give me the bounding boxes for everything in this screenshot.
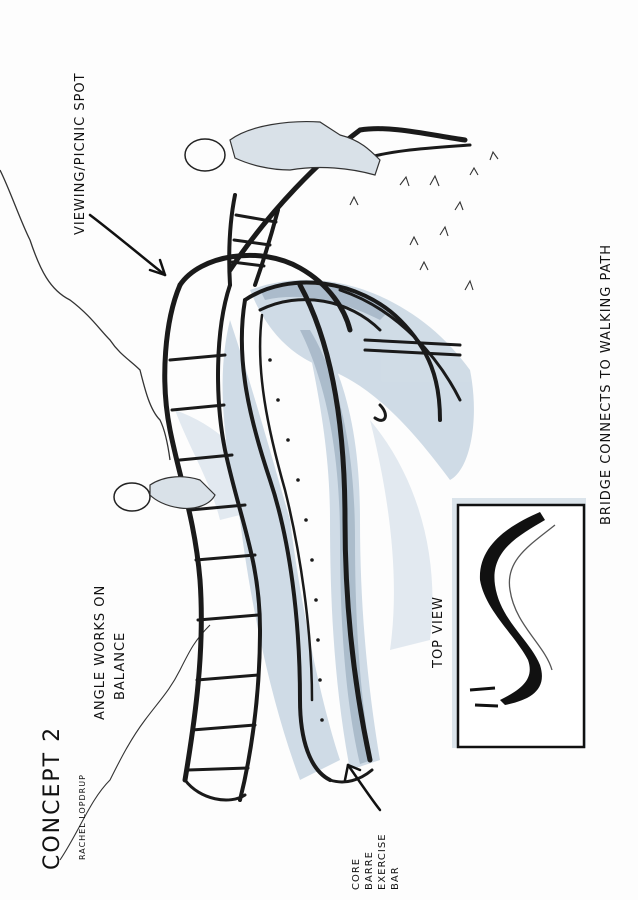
core-barre-line4: BAR bbox=[390, 866, 401, 890]
angle-balance-line1: ANGLE WORKS ON bbox=[93, 584, 108, 720]
cliff-edge-line bbox=[0, 169, 171, 461]
core-barre-line2: BARRE bbox=[364, 851, 375, 890]
viewing-arrow bbox=[88, 213, 167, 277]
angle-balance-line2: BALANCE bbox=[113, 631, 128, 700]
author-name: RACHEL LOPDRUP bbox=[78, 774, 87, 860]
core-barre-line3: EXERCISE bbox=[377, 833, 388, 890]
viewing-picnic-label: VIEWING/PICNIC SPOT bbox=[73, 72, 88, 235]
figure-head-top bbox=[184, 138, 226, 172]
core-barre-arrow bbox=[346, 763, 382, 812]
core-barre-line1: CORE bbox=[351, 857, 362, 890]
concept-title: CONCEPT 2 bbox=[40, 725, 65, 870]
bridge-connects-label: BRIDGE CONNECTS TO WALKING PATH bbox=[599, 243, 614, 525]
figure-head-mid bbox=[113, 482, 151, 512]
top-view-inset bbox=[452, 498, 586, 749]
top-view-label: TOP VIEW bbox=[431, 596, 446, 668]
